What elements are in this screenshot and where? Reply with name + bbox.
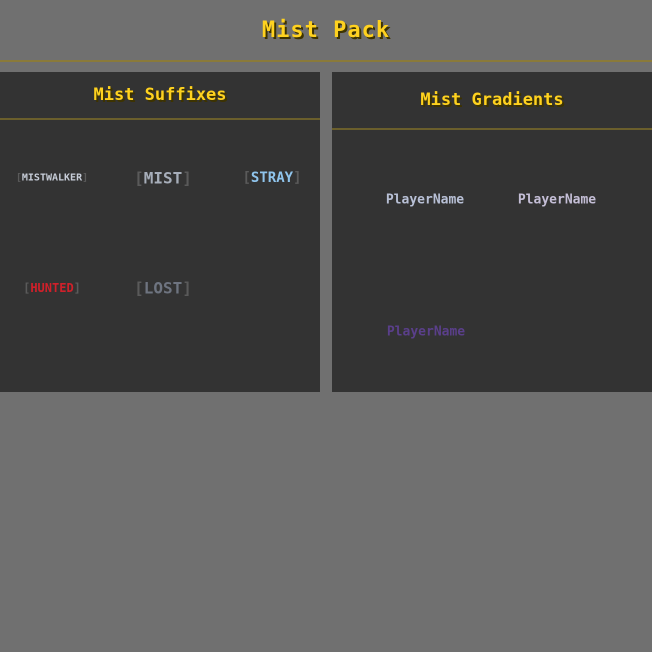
suffix-stray[interactable]: [STRAY] xyxy=(242,170,301,186)
gradient-player-name-1[interactable]: PlayerName xyxy=(385,192,465,208)
suffixes-panel: Mist Suffixes [MISTWALKER] [MIST] [STRAY… xyxy=(0,72,320,392)
suffix-bracket-open: [ xyxy=(15,172,22,184)
suffixes-panel-title: Mist Suffixes xyxy=(93,85,227,105)
suffix-bracket-open: [ xyxy=(242,170,251,186)
suffix-label: MIST xyxy=(143,168,183,188)
gradients-panel: Mist Gradients PlayerName PlayerName Pla… xyxy=(332,72,652,392)
page-title: Mist Pack xyxy=(261,17,391,43)
suffix-hunted[interactable]: [HUNTED] xyxy=(23,281,81,295)
suffix-bracket-close: ] xyxy=(293,170,302,186)
suffix-bracket-open: [ xyxy=(134,278,144,298)
gradient-player-name-3[interactable]: PlayerName xyxy=(386,324,466,340)
suffix-label: MISTWALKER xyxy=(21,172,83,184)
page-header: Mist Pack xyxy=(0,0,652,62)
gradient-player-name-2[interactable]: PlayerName xyxy=(517,192,597,208)
gradients-panel-header: Mist Gradients xyxy=(332,72,652,130)
suffix-bracket-close: ] xyxy=(182,278,192,298)
suffix-label: HUNTED xyxy=(30,281,74,295)
suffix-bracket-close: ] xyxy=(182,168,192,188)
suffix-bracket-close: ] xyxy=(73,281,81,295)
suffix-label: STRAY xyxy=(250,170,294,186)
suffix-label: LOST xyxy=(143,278,183,298)
suffix-bracket-close: ] xyxy=(82,172,89,184)
suffix-bracket-open: [ xyxy=(134,168,144,188)
suffix-mistwalker[interactable]: [MISTWALKER] xyxy=(16,173,88,184)
suffixes-panel-header: Mist Suffixes xyxy=(0,72,320,120)
suffix-lost[interactable]: [LOST] xyxy=(134,279,192,298)
suffix-bracket-open: [ xyxy=(23,281,31,295)
gradients-panel-title: Mist Gradients xyxy=(420,90,564,110)
suffix-mist[interactable]: [MIST] xyxy=(134,169,192,188)
